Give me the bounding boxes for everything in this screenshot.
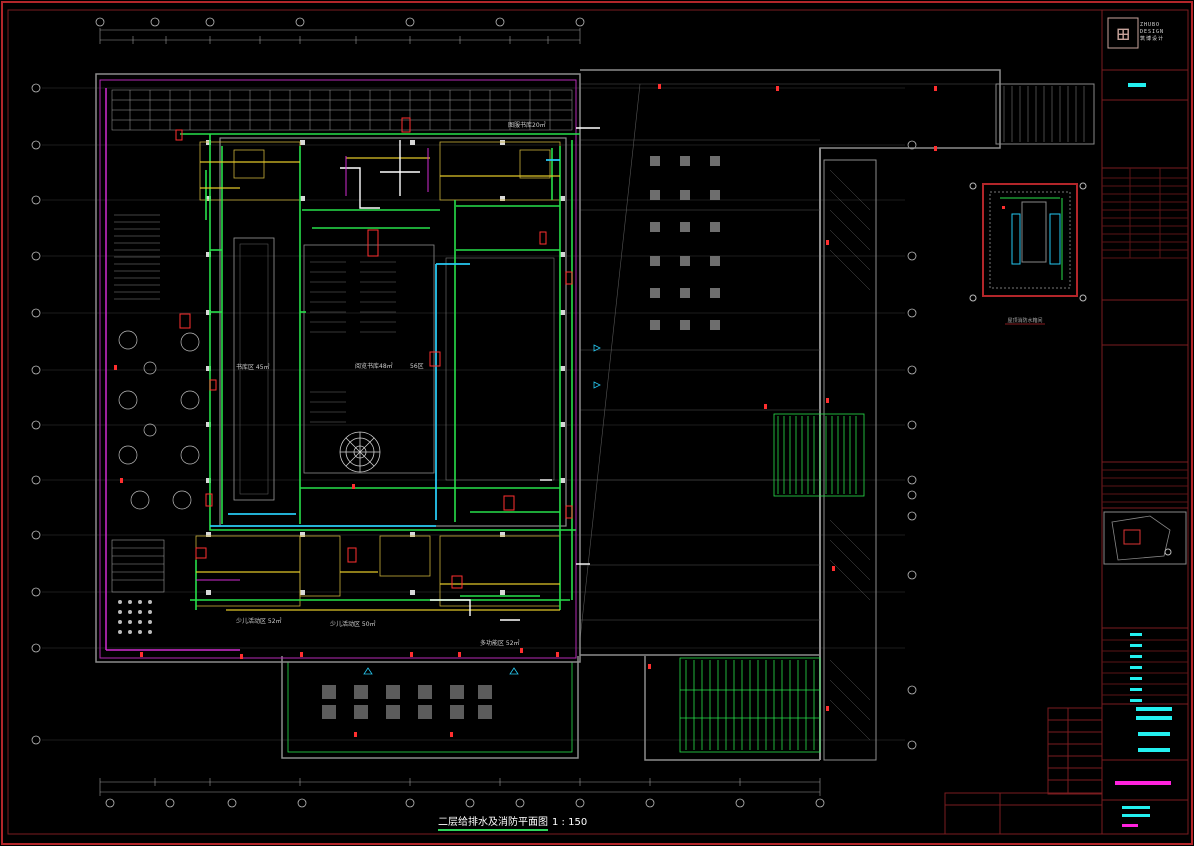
room-label: 56区 xyxy=(410,363,424,370)
green-water-pipes xyxy=(180,133,580,610)
cyan-sprinkler-main xyxy=(210,159,560,527)
brand-line: 筑博设计 xyxy=(1140,36,1165,42)
room-label: 多功能区 52㎡ xyxy=(480,639,520,647)
green-stair-grille xyxy=(679,413,865,753)
spiral-stair xyxy=(339,431,381,473)
room-label: 少儿活动区 52㎡ xyxy=(236,617,282,625)
title-block: ⊞ xyxy=(1101,9,1189,835)
room-label: 图服书库20㎡ xyxy=(508,121,546,129)
company-logo xyxy=(1107,17,1139,49)
magenta-pipes xyxy=(196,148,429,581)
white-pipes xyxy=(340,127,600,621)
room-label: 阅览书库48㎡ xyxy=(355,362,393,370)
tank-room-detail: 屋顶消防水箱间 xyxy=(969,182,1087,325)
revision-table xyxy=(944,707,1103,835)
room-labels: 图服书库20㎡ 书库区 45㎡ 阅览书库48㎡ 56区 少儿活动区 52㎡ 少儿… xyxy=(236,121,546,647)
key-plan xyxy=(1103,511,1187,565)
yellow-drain-pipes xyxy=(196,157,560,611)
cyan-triangle-markers xyxy=(363,344,601,675)
east-wing xyxy=(579,69,1095,761)
tank-room-caption: 屋顶消防水箱间 xyxy=(1007,317,1042,324)
dimension-chain-top xyxy=(99,28,581,44)
drawing-caption: 二层给排水及消防平面图 1 : 150 xyxy=(438,813,588,831)
drawing-title: 二层给排水及消防平面图 xyxy=(438,817,548,831)
drawing-scale: 1 : 150 xyxy=(552,817,588,828)
grid-axis-bubbles xyxy=(31,17,917,808)
south-terrace xyxy=(281,656,579,759)
fire-hydrant-markers xyxy=(175,117,573,589)
room-label: 少儿活动区 50㎡ xyxy=(330,620,376,628)
company-brand: ZHUBO DESIGN 筑博设计 xyxy=(1140,22,1192,43)
main-building xyxy=(95,73,581,663)
logo-glyph: ⊞ xyxy=(1115,24,1130,45)
dimension-chain-bottom xyxy=(99,778,821,796)
magenta-stamp xyxy=(1115,781,1171,785)
brand-line: DESIGN xyxy=(1140,29,1165,35)
brand-line: ZHUBO xyxy=(1140,22,1161,28)
room-label: 书库区 45㎡ xyxy=(236,363,270,371)
fire-valve-marks xyxy=(114,84,937,737)
